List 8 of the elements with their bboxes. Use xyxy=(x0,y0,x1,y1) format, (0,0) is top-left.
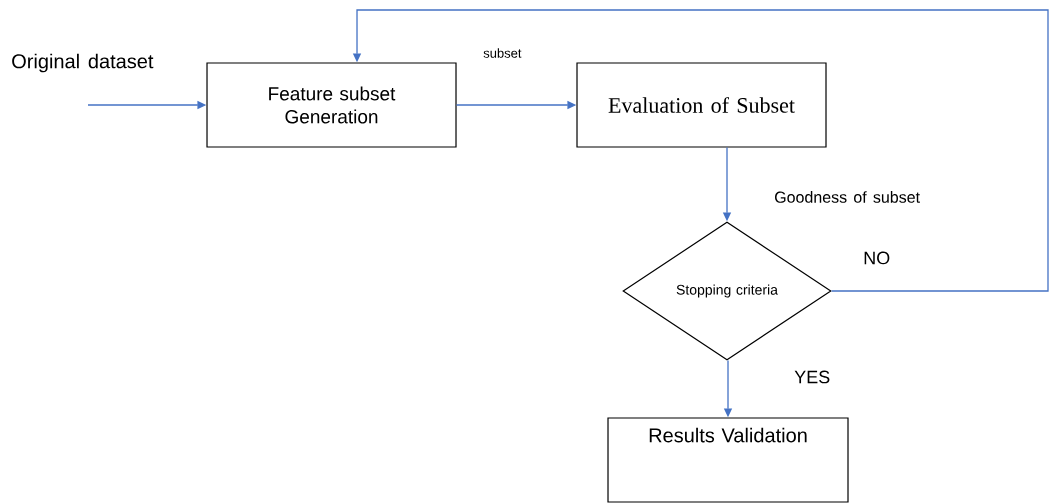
edge-label: NO xyxy=(862,250,892,266)
process-box: Feature subset Generation xyxy=(206,62,457,148)
process-box: Results Validation xyxy=(607,417,849,503)
edge-label: subset xyxy=(482,47,523,59)
edge-label: Goodness of subset xyxy=(773,190,922,204)
process-box: Evaluation of Subset xyxy=(576,62,827,148)
edge-label: YES xyxy=(793,369,832,385)
edge-label: Original dataset xyxy=(10,52,155,74)
